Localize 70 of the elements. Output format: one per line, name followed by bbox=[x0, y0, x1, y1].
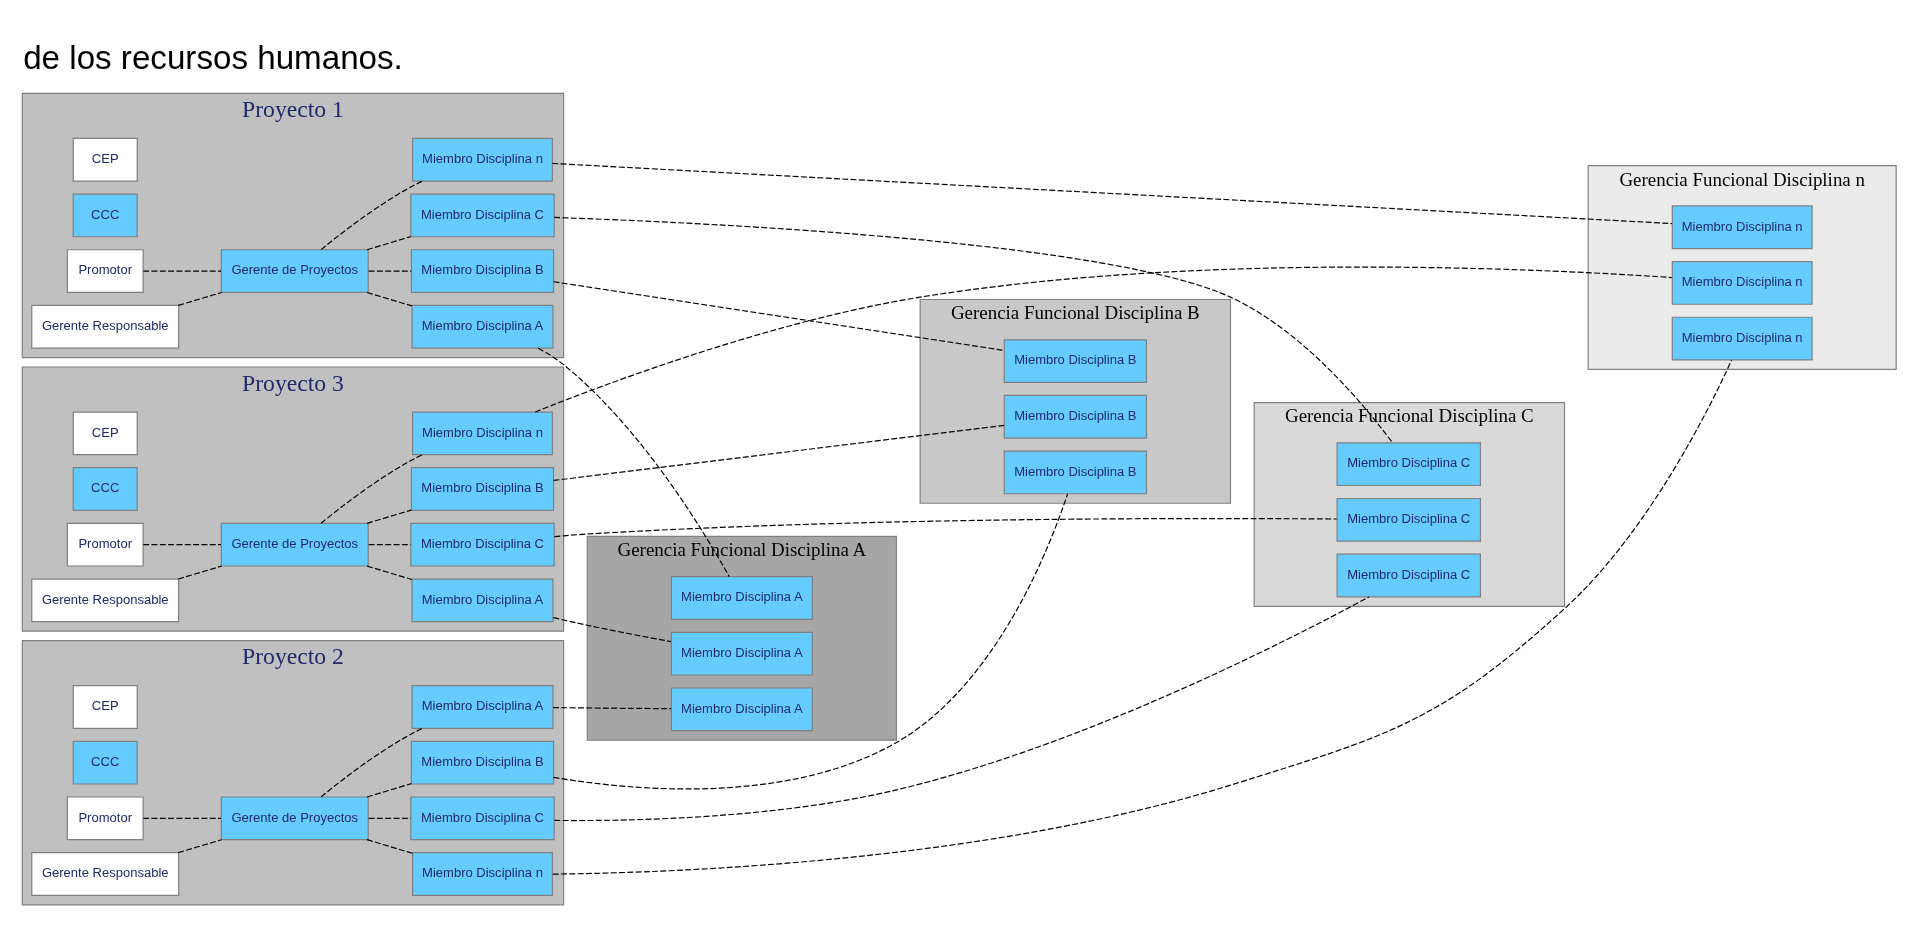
node-box: Gerente Responsable bbox=[31, 852, 180, 896]
node-box: Gerente de Proyectos bbox=[220, 796, 369, 841]
connector bbox=[177, 291, 223, 306]
node-box: CEP bbox=[72, 137, 138, 182]
connector bbox=[320, 454, 423, 524]
connector bbox=[142, 544, 222, 546]
node-box: Miembro Disciplina B bbox=[1003, 450, 1147, 495]
node-box: Miembro Disciplina B bbox=[1003, 339, 1147, 383]
node-box: CEP bbox=[72, 411, 138, 456]
connector bbox=[366, 509, 412, 524]
node-box: Miembro Disciplina n bbox=[412, 137, 553, 182]
diagram-title: de los recursos humanos. bbox=[23, 39, 403, 77]
connector bbox=[142, 270, 222, 272]
node-box: Miembro Disciplina C bbox=[1336, 497, 1481, 542]
connector bbox=[553, 281, 1005, 352]
node-box: CEP bbox=[72, 685, 138, 729]
node-box: Miembro Disciplina n bbox=[1671, 205, 1813, 250]
node-box: Miembro Disciplina A bbox=[411, 304, 554, 349]
node-box: Miembro Disciplina B bbox=[1003, 394, 1147, 439]
node-box: Miembro Disciplina B bbox=[410, 740, 555, 785]
connector bbox=[142, 817, 222, 819]
node-box: Miembro Disciplina A bbox=[411, 685, 554, 729]
node-box: Miembro Disciplina C bbox=[410, 796, 555, 841]
connector bbox=[177, 565, 223, 580]
connector bbox=[553, 517, 1338, 538]
node-box: Promotor bbox=[66, 796, 144, 841]
node-box: Miembro Disciplina A bbox=[670, 687, 813, 732]
connector bbox=[366, 291, 413, 307]
connector bbox=[368, 270, 412, 272]
connector bbox=[552, 162, 1673, 225]
connector bbox=[366, 839, 414, 854]
connector bbox=[320, 180, 423, 251]
connector bbox=[552, 617, 672, 643]
connector bbox=[552, 707, 672, 710]
node-box: Miembro Disciplina B bbox=[410, 467, 555, 511]
connector bbox=[553, 493, 1069, 790]
node-box: CCC bbox=[72, 467, 138, 511]
connector bbox=[320, 727, 423, 798]
node-box: Miembro Disciplina C bbox=[410, 522, 555, 567]
node-box: Miembro Disciplina A bbox=[670, 631, 813, 676]
connector bbox=[366, 565, 413, 581]
node-box: Miembro Disciplina C bbox=[1336, 442, 1481, 487]
node-box: Gerente de Proyectos bbox=[220, 522, 369, 567]
node-box: Miembro Disciplina B bbox=[410, 249, 555, 293]
connector bbox=[537, 347, 730, 578]
node-box: Miembro Disciplina n bbox=[412, 411, 553, 456]
connector bbox=[366, 783, 412, 798]
node-box: Miembro Disciplina A bbox=[411, 578, 554, 623]
connector bbox=[366, 236, 412, 251]
node-box: Gerente de Proyectos bbox=[220, 249, 369, 293]
connector bbox=[553, 596, 1370, 822]
connector bbox=[368, 817, 412, 819]
connector bbox=[552, 359, 1733, 875]
node-box: Miembro Disciplina A bbox=[670, 576, 813, 620]
node-box: CCC bbox=[72, 740, 138, 785]
node-box: Miembro Disciplina C bbox=[410, 193, 555, 238]
node-box: CCC bbox=[72, 193, 138, 238]
connector bbox=[368, 544, 412, 546]
connector bbox=[534, 266, 1673, 413]
node-box: Promotor bbox=[66, 249, 144, 293]
node-box: Miembro Disciplina C bbox=[1336, 553, 1481, 598]
node-box: Gerente Responsable bbox=[31, 578, 180, 623]
node-box: Miembro Disciplina n bbox=[1671, 316, 1813, 361]
node-box: Miembro Disciplina n bbox=[1671, 261, 1813, 305]
node-box: Gerente Responsable bbox=[31, 304, 180, 349]
connector bbox=[553, 424, 1005, 482]
connector bbox=[553, 216, 1393, 444]
node-box: Miembro Disciplina n bbox=[412, 852, 553, 896]
node-box: Promotor bbox=[66, 522, 144, 567]
connector bbox=[177, 839, 223, 854]
